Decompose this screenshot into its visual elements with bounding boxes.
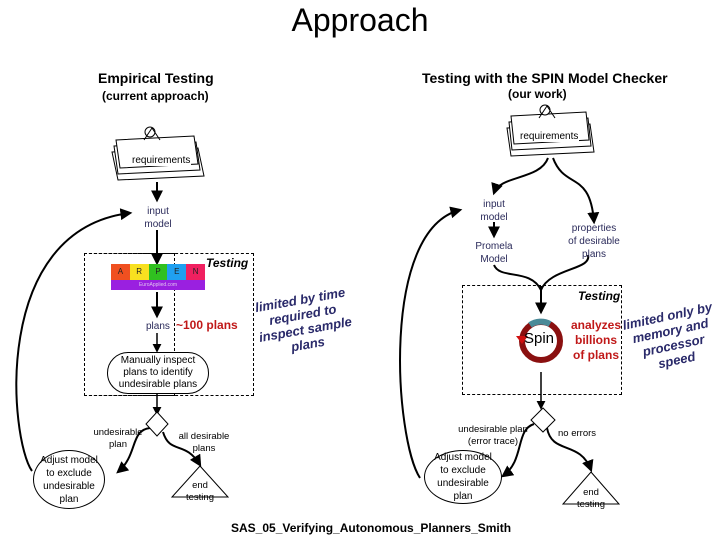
plans-count-left: ~100 plans: [176, 318, 238, 332]
plans-label-left: plans: [146, 321, 170, 332]
requirements-label-left: requirements: [131, 155, 192, 166]
arrow-undesirable-left: [116, 427, 151, 474]
left-subheading: (current approach): [102, 89, 209, 103]
arrow-no-errors: [546, 427, 594, 473]
arrow-properties-to-spin: [540, 254, 590, 291]
end-triangle-left: [170, 465, 230, 498]
desirable-branch-label-left: all desirable plans: [178, 431, 230, 454]
right-subheading: (our work): [508, 87, 567, 101]
decision-diamond-left: [145, 411, 169, 437]
requirements-label-right: requirements: [519, 131, 580, 142]
planner-logo: A R P E N EuroApplied.com: [111, 264, 205, 290]
arrow-req-to-input-right: [491, 157, 549, 196]
left-heading: Empirical Testing: [98, 70, 214, 86]
arrow-undesirable-right: [501, 423, 535, 478]
spin-logo-text: Spin: [524, 330, 555, 347]
arrow-feedback-right: [399, 206, 463, 479]
testing-box-right: [462, 285, 622, 395]
input-model-right: input model: [480, 199, 508, 223]
testing-label-right: Testing: [578, 289, 621, 303]
arrow-req-to-properties: [552, 157, 600, 225]
end-triangle-right: [561, 471, 621, 505]
right-heading: Testing with the SPIN Model Checker: [422, 70, 668, 86]
arrow-feedback-left: [15, 208, 133, 472]
spin-plans-count: analyzes billions of plans: [570, 318, 622, 362]
requirements-stack-icon-left: [111, 126, 205, 181]
testing-box-left-outline: [84, 253, 254, 396]
undesirable-branch-label-left: undesirable plan: [93, 427, 143, 450]
decision-diamond-right: [530, 407, 556, 433]
spin-logo-ring: [516, 318, 563, 363]
properties-of-desirable-plans: properties of desirable plans: [568, 223, 620, 260]
input-model-left: input model: [144, 206, 172, 230]
manual-inspect-step: Manually inspect plans to identify undes…: [107, 352, 209, 394]
undesirable-branch-label-right: undesirable plan (error trace): [458, 424, 528, 447]
adjust-model-step-right: Adjust model to exclude undesirable plan: [424, 450, 502, 504]
slide-title: Approach: [291, 2, 429, 38]
adjust-model-step-left: Adjust model to exclude undesirable plan: [33, 450, 105, 509]
no-errors-branch-label: no errors: [558, 428, 597, 439]
footer-slide-id: SAS_05_Verifying_Autonomous_Planners_Smi…: [231, 521, 512, 535]
testing-label-left: Testing: [206, 256, 249, 270]
promela-model: Promela Model: [475, 241, 513, 265]
end-testing-right: end testing: [577, 487, 605, 510]
end-testing-left: end testing: [186, 480, 214, 503]
arrow-desirable-left: [162, 431, 202, 468]
arrow-promela-to-spin: [493, 264, 542, 291]
